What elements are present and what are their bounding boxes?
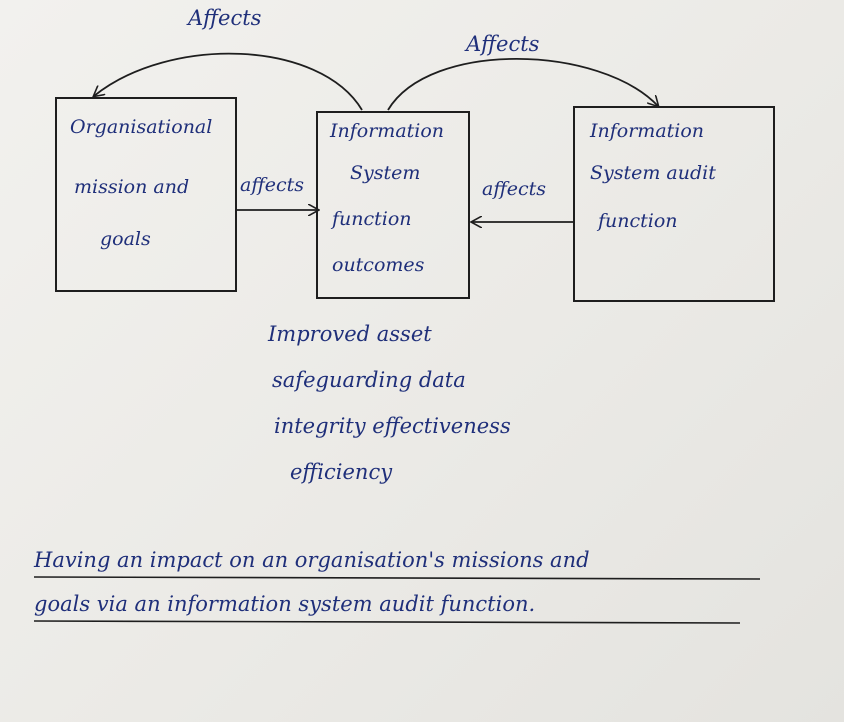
caption-underline-1 — [33, 576, 761, 580]
audit-box-line-1: Information — [590, 120, 705, 142]
box-audit-function — [573, 106, 775, 302]
is-box-line-1: Information — [330, 120, 445, 142]
outcomes-line-4: efficiency — [290, 460, 393, 484]
label-affects-audit: affects — [482, 178, 547, 200]
is-box-line-4: outcomes — [332, 254, 425, 276]
is-box-line-3: function — [332, 208, 412, 230]
is-box-line-2: System — [350, 162, 421, 184]
outcomes-line-1: Improved asset — [268, 322, 432, 346]
audit-box-line-3: function — [598, 210, 678, 232]
caption-line-1: Having an impact on an organisation's mi… — [34, 548, 590, 572]
org-box-line-2: mission and — [74, 176, 190, 198]
label-affects-org: affects — [240, 174, 305, 196]
caption-underline-2 — [33, 620, 741, 624]
org-box-line-1: Organisational — [70, 116, 213, 138]
curve-arrow-left — [94, 52, 363, 111]
caption-line-2: goals via an information system audit fu… — [34, 592, 536, 616]
curve-arrow-right — [387, 58, 658, 111]
outcomes-line-2: safeguarding data — [272, 368, 466, 392]
label-affects-right: Affects — [466, 32, 540, 56]
audit-box-line-2: System audit — [590, 162, 716, 184]
label-affects-left: Affects — [188, 6, 262, 30]
outcomes-line-3: integrity effectiveness — [274, 414, 511, 438]
box-organisational — [55, 97, 237, 292]
org-box-line-3: goals — [100, 228, 151, 250]
